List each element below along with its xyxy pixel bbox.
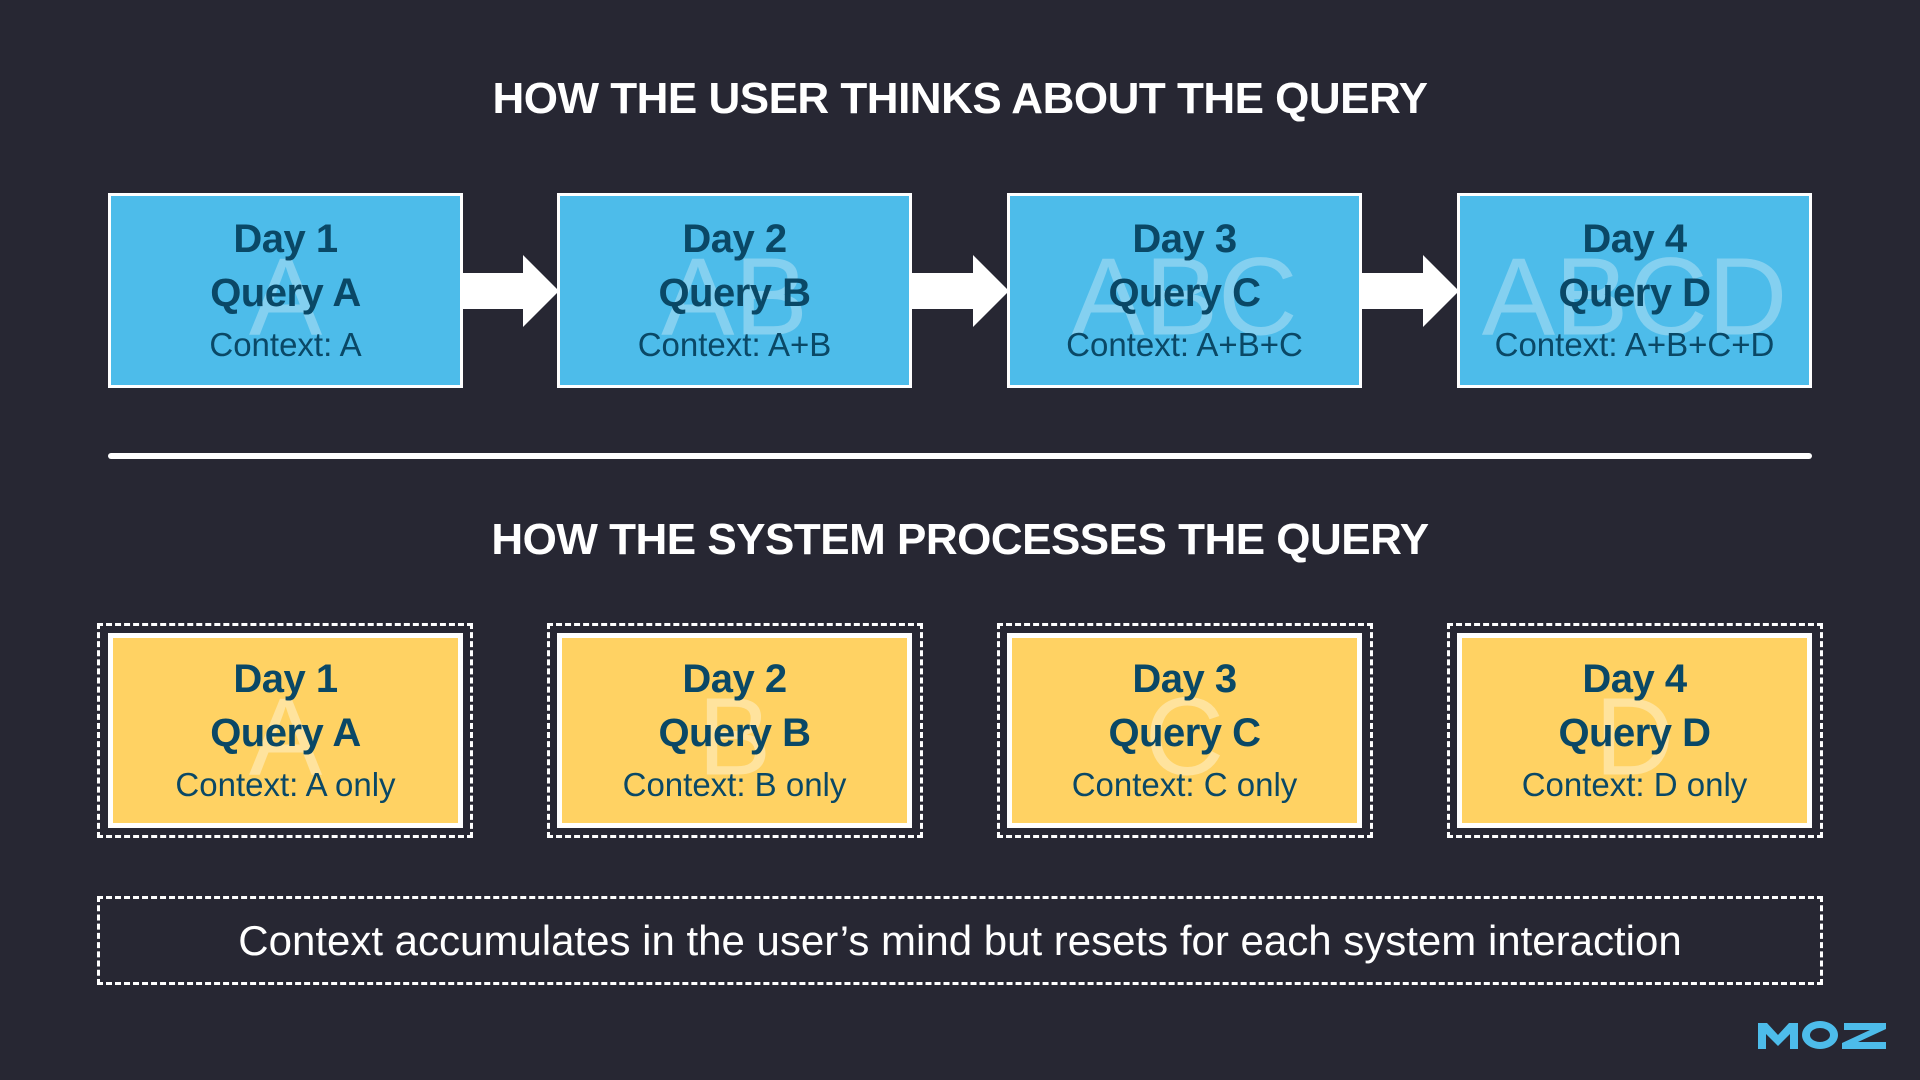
moz-logo-icon <box>1758 1021 1886 1049</box>
query-label: Query D <box>1558 710 1711 755</box>
context-label: Context: A+B <box>637 325 832 363</box>
user-day-1-box: A Day 1 Query A Context: A <box>108 193 463 388</box>
query-label: Query B <box>658 270 811 315</box>
user-day-2-box: AB Day 2 Query B Context: A+B <box>557 193 912 388</box>
query-label: Query D <box>1558 270 1711 315</box>
system-box-frame <box>547 623 923 838</box>
context-label: Context: B only <box>622 765 847 803</box>
context-label: Context: A+B+C+D <box>1494 325 1775 363</box>
day-label: Day 3 <box>1132 216 1237 261</box>
system-day-4-box: D Day 4 Query D Context: D only <box>1457 633 1812 828</box>
system-section-heading: HOW THE SYSTEM PROCESSES THE QUERY <box>491 515 1429 564</box>
context-label: Context: A <box>209 325 362 363</box>
context-label: Context: A+B+C <box>1066 325 1303 363</box>
caption-text: Context accumulates in the user’s mind b… <box>238 916 1682 964</box>
caption-box: Context accumulates in the user’s mind b… <box>97 896 1823 985</box>
system-box-frame <box>1447 623 1823 838</box>
right-arrow-icon <box>462 255 559 327</box>
query-label: Query C <box>1108 270 1261 315</box>
day-label: Day 4 <box>1582 216 1687 261</box>
context-label: Context: C only <box>1071 765 1298 803</box>
query-label: Query B <box>658 710 811 755</box>
query-label: Query A <box>210 710 361 755</box>
section-divider <box>108 453 1812 459</box>
context-label: Context: A only <box>175 765 396 803</box>
right-arrow-icon <box>912 255 1009 327</box>
query-label: Query A <box>210 270 361 315</box>
day-label: Day 2 <box>682 656 787 701</box>
query-label: Query C <box>1108 710 1261 755</box>
system-day-3-box: C Day 3 Query C Context: C only <box>1007 633 1362 828</box>
day-label: Day 1 <box>233 216 338 261</box>
user-section-heading: HOW THE USER THINKS ABOUT THE QUERY <box>492 74 1428 123</box>
system-day-1-box: A Day 1 Query A Context: A only <box>108 633 463 828</box>
system-box-frame <box>997 623 1373 838</box>
day-label: Day 2 <box>682 216 787 261</box>
right-arrow-icon <box>1362 255 1459 327</box>
system-box-frame <box>97 623 473 838</box>
system-day-2-box: B Day 2 Query B Context: B only <box>557 633 912 828</box>
day-label: Day 4 <box>1582 656 1687 701</box>
context-label: Context: D only <box>1521 765 1748 803</box>
user-day-4-box: ABCD Day 4 Query D Context: A+B+C+D <box>1457 193 1812 388</box>
day-label: Day 3 <box>1132 656 1237 701</box>
day-label: Day 1 <box>233 656 338 701</box>
user-day-3-box: ABC Day 3 Query C Context: A+B+C <box>1007 193 1362 388</box>
